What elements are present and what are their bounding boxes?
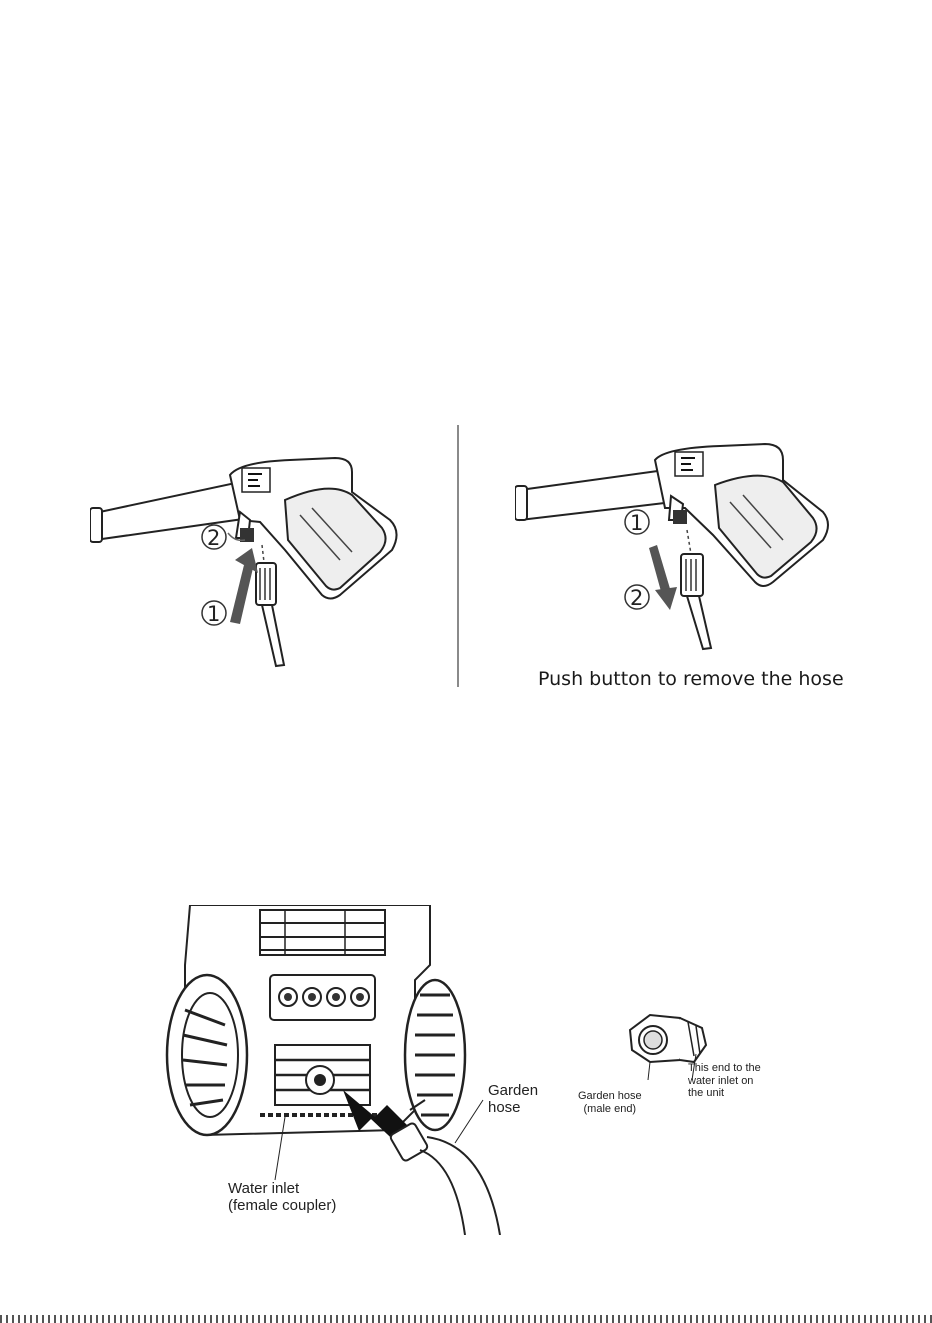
step-label-2: 2 xyxy=(630,586,643,610)
step-label-2: 2 xyxy=(207,526,220,550)
garden-hose-male-label: Garden hose (male end) xyxy=(578,1090,642,1115)
page-edge-artifact xyxy=(0,1315,932,1323)
remove-hose-caption: Push button to remove the hose xyxy=(538,668,844,690)
this-end-label: This end to the water inlet on the unit xyxy=(688,1062,761,1100)
water-inlet-illustration xyxy=(165,905,565,1235)
garden-hose-label: Garden hose xyxy=(488,1082,538,1117)
panel-divider xyxy=(457,425,459,687)
step-label-1: 1 xyxy=(630,511,643,535)
water-inlet-label: Water inlet (female coupler) xyxy=(228,1180,336,1215)
gun-connect-illustration: 2 1 xyxy=(90,440,430,680)
step-label-1: 1 xyxy=(207,602,220,626)
gun-disconnect-illustration: 1 2 xyxy=(515,440,860,665)
